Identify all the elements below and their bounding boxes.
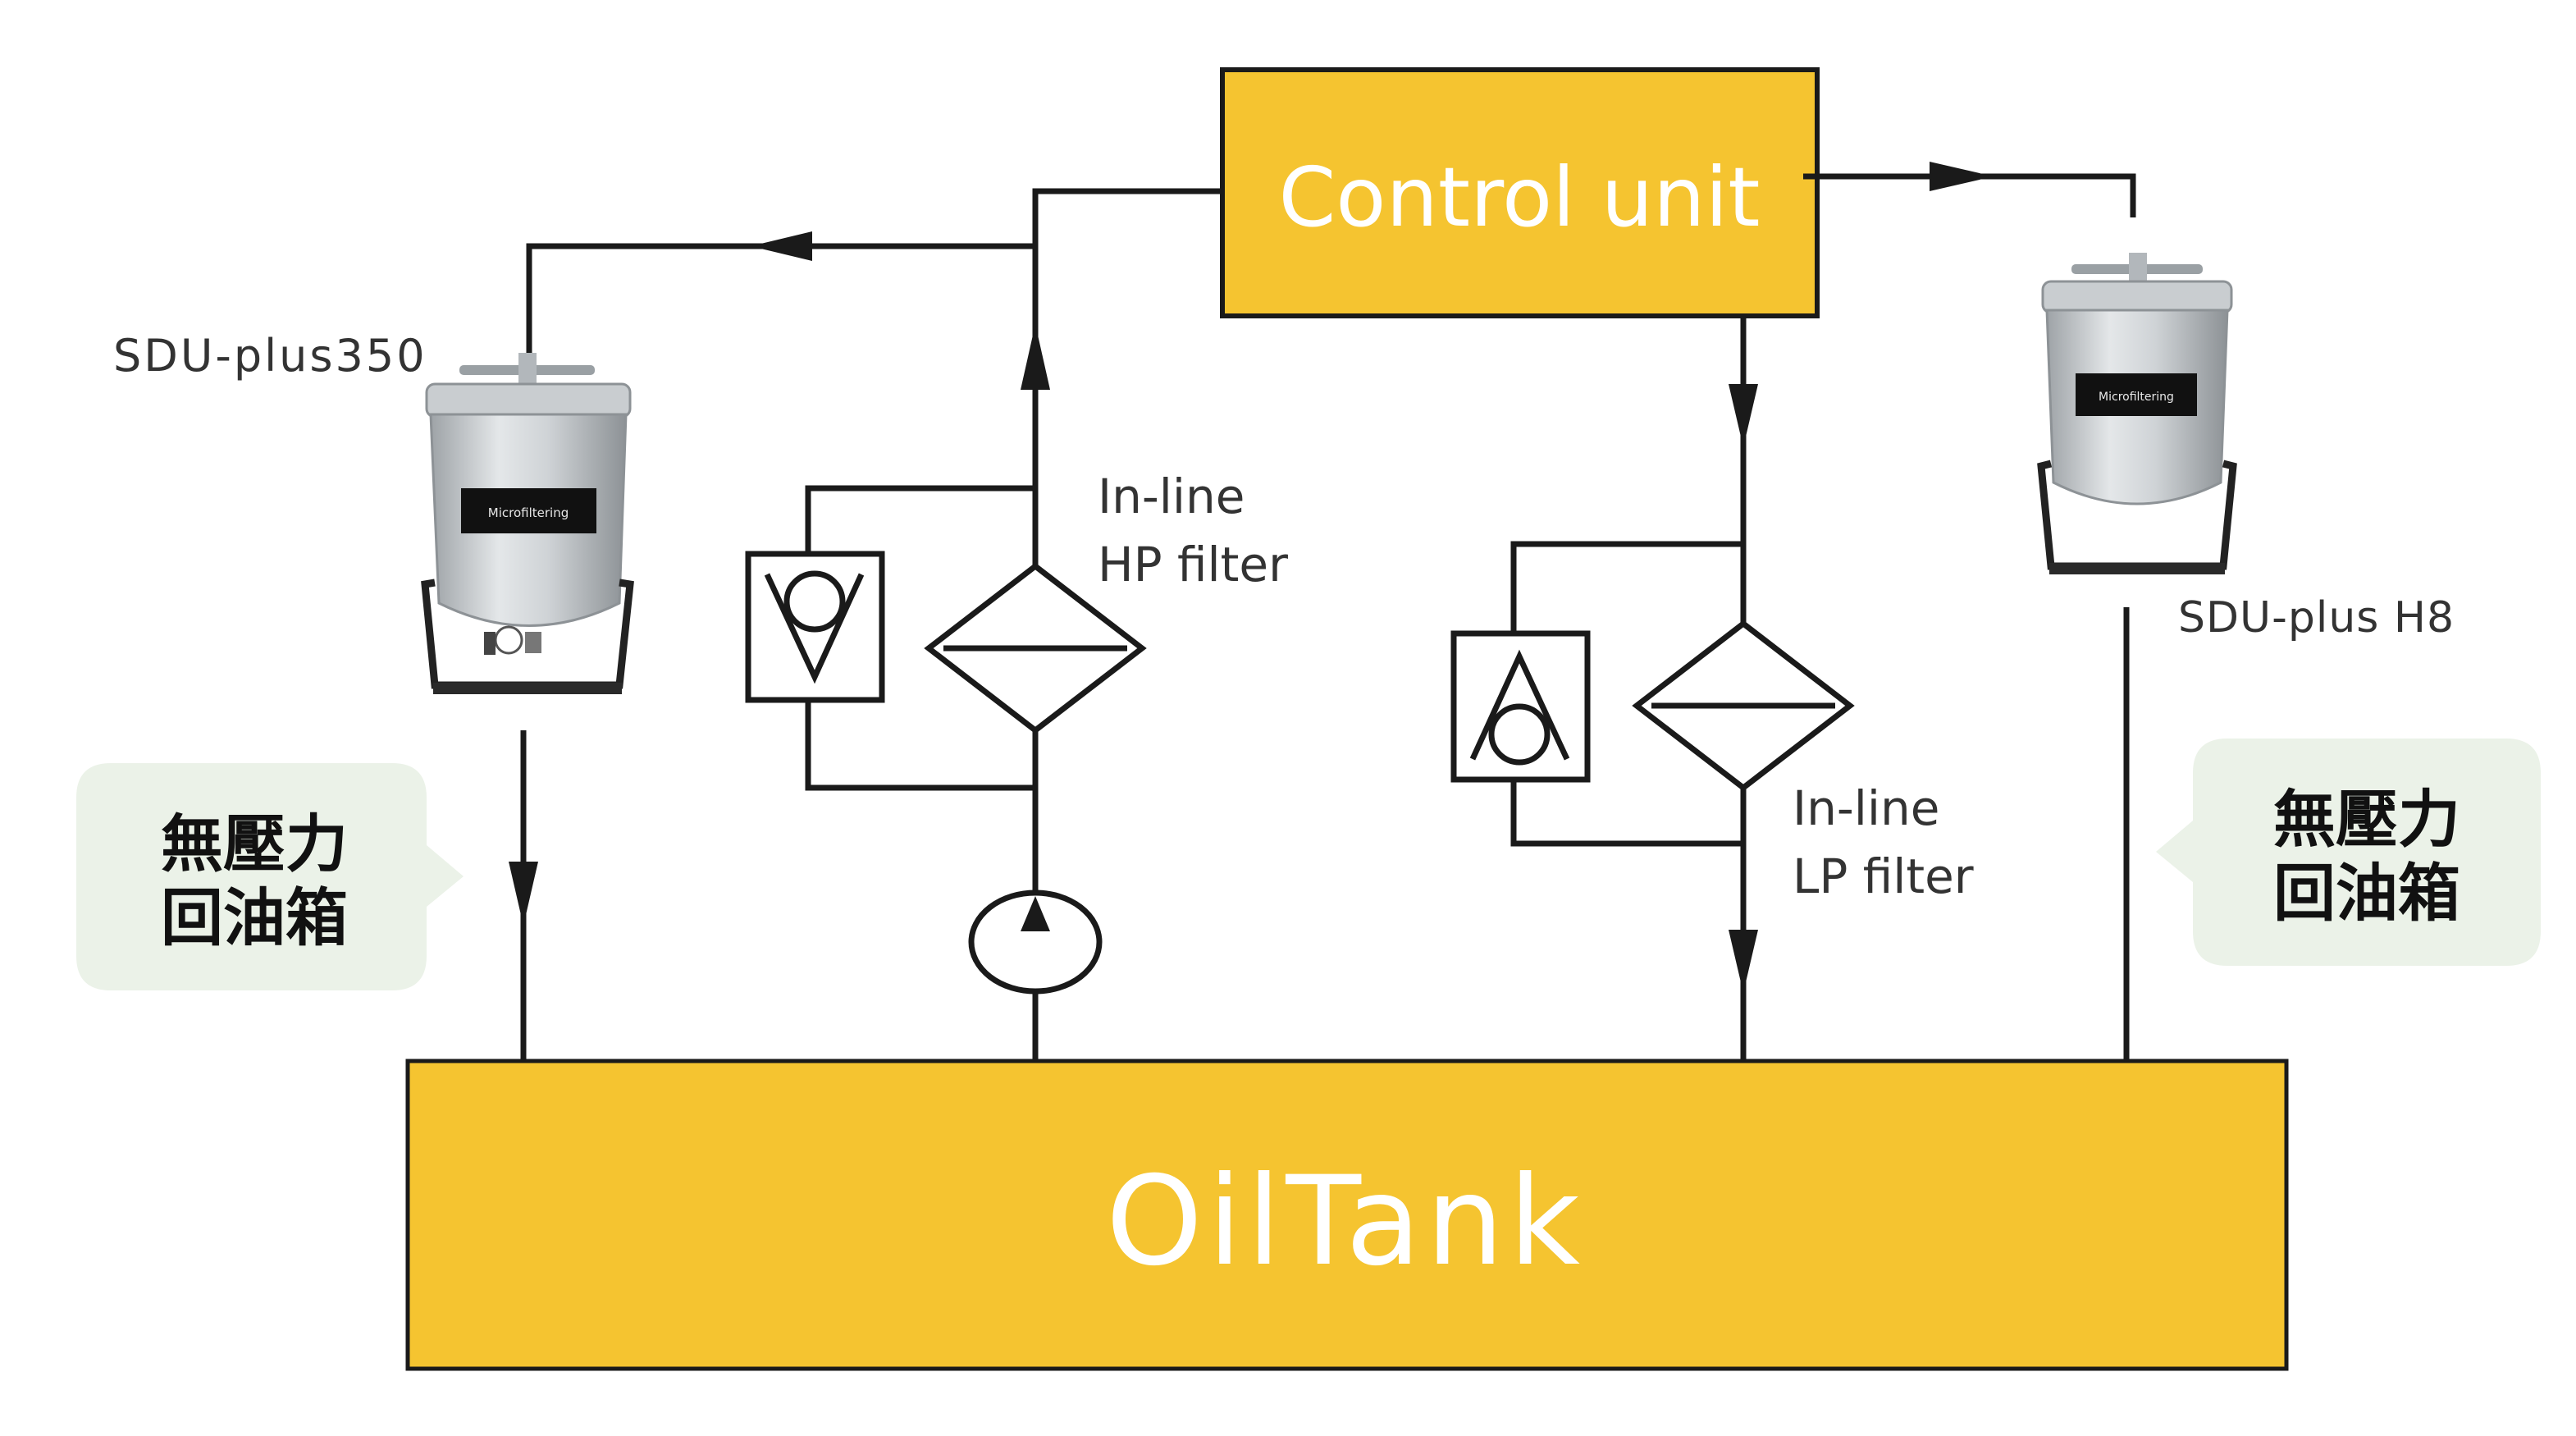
- arrow-right-branch: [1930, 162, 1994, 191]
- lp-check-valve: [1450, 630, 1591, 783]
- hp-check-valve-ball: [783, 570, 846, 633]
- left-bubble-line2: 回油箱: [161, 881, 348, 954]
- pump-symbol: [968, 889, 1103, 995]
- sdu-plus350-device: Microfiltering: [421, 353, 634, 694]
- lp-filter-label-line2: LP filter: [1793, 848, 1974, 904]
- sdu-plus350-badge: [461, 488, 596, 533]
- lp-check-valve-ball: [1488, 703, 1551, 766]
- right-bubble-line2: 回油箱: [2273, 857, 2460, 930]
- sdu-plus350-label: SDU-plus350: [113, 330, 427, 382]
- arrow-left-branch: [751, 231, 812, 261]
- hp-filter-label: In-line HP filter: [1098, 469, 1288, 592]
- sdu-plus-h8-device: Microfiltering: [2037, 253, 2237, 574]
- control-unit: Control unit: [1220, 67, 1820, 318]
- arrow-lp-down-bottom: [1729, 930, 1758, 993]
- sdu-plus-h8-badge-text: Microfiltering: [2099, 391, 2174, 404]
- hp-check-valve: [745, 551, 885, 703]
- arrow-lp-down-top: [1729, 384, 1758, 447]
- hp-filter-label-line2: HP filter: [1098, 537, 1288, 592]
- hp-filter-label-line1: In-line: [1098, 469, 1245, 524]
- left-bubble-line1: 無壓力: [161, 807, 348, 880]
- right-bubble-shape: [2156, 739, 2541, 966]
- lp-check-valve-seat: [1469, 649, 1570, 761]
- pump-body: [968, 889, 1103, 995]
- oil-tank-label: OilTank: [1106, 1150, 1585, 1293]
- right-bubble-line1: 無壓力: [2273, 783, 2460, 856]
- arrow-hp-up: [1021, 324, 1050, 390]
- hp-filter-symbol: [924, 562, 1147, 734]
- sdu-plus350-badge-text: Microfiltering: [488, 505, 569, 520]
- right-bubble: 無壓力 回油箱: [2156, 739, 2541, 966]
- control-unit-label: Control unit: [1278, 149, 1760, 245]
- lp-filter-symbol: [1632, 620, 1855, 792]
- pump-arrow: [1021, 896, 1050, 931]
- lp-filter-label-line1: In-line: [1793, 780, 1939, 836]
- left-bubble: 無壓力 回油箱: [76, 763, 464, 990]
- control-unit-box: [1220, 67, 1820, 318]
- flow-arrows: [509, 162, 1994, 993]
- arrow-left-drain: [509, 862, 538, 926]
- pipe-control-to-right-sdu: [1803, 173, 2136, 217]
- oil-tank: OilTank: [405, 1059, 2289, 1371]
- sdu-plus-h8-badge: [2076, 373, 2197, 416]
- left-bubble-shape: [76, 763, 464, 990]
- hp-check-valve-seat: [764, 573, 865, 684]
- sdu-plus-h8-label: SDU-plus H8: [2178, 593, 2455, 643]
- pipe-control-to-left-sdu: [526, 188, 1222, 353]
- lp-filter-label: In-line LP filter: [1793, 780, 1974, 904]
- oil-tank-box: [405, 1059, 2289, 1371]
